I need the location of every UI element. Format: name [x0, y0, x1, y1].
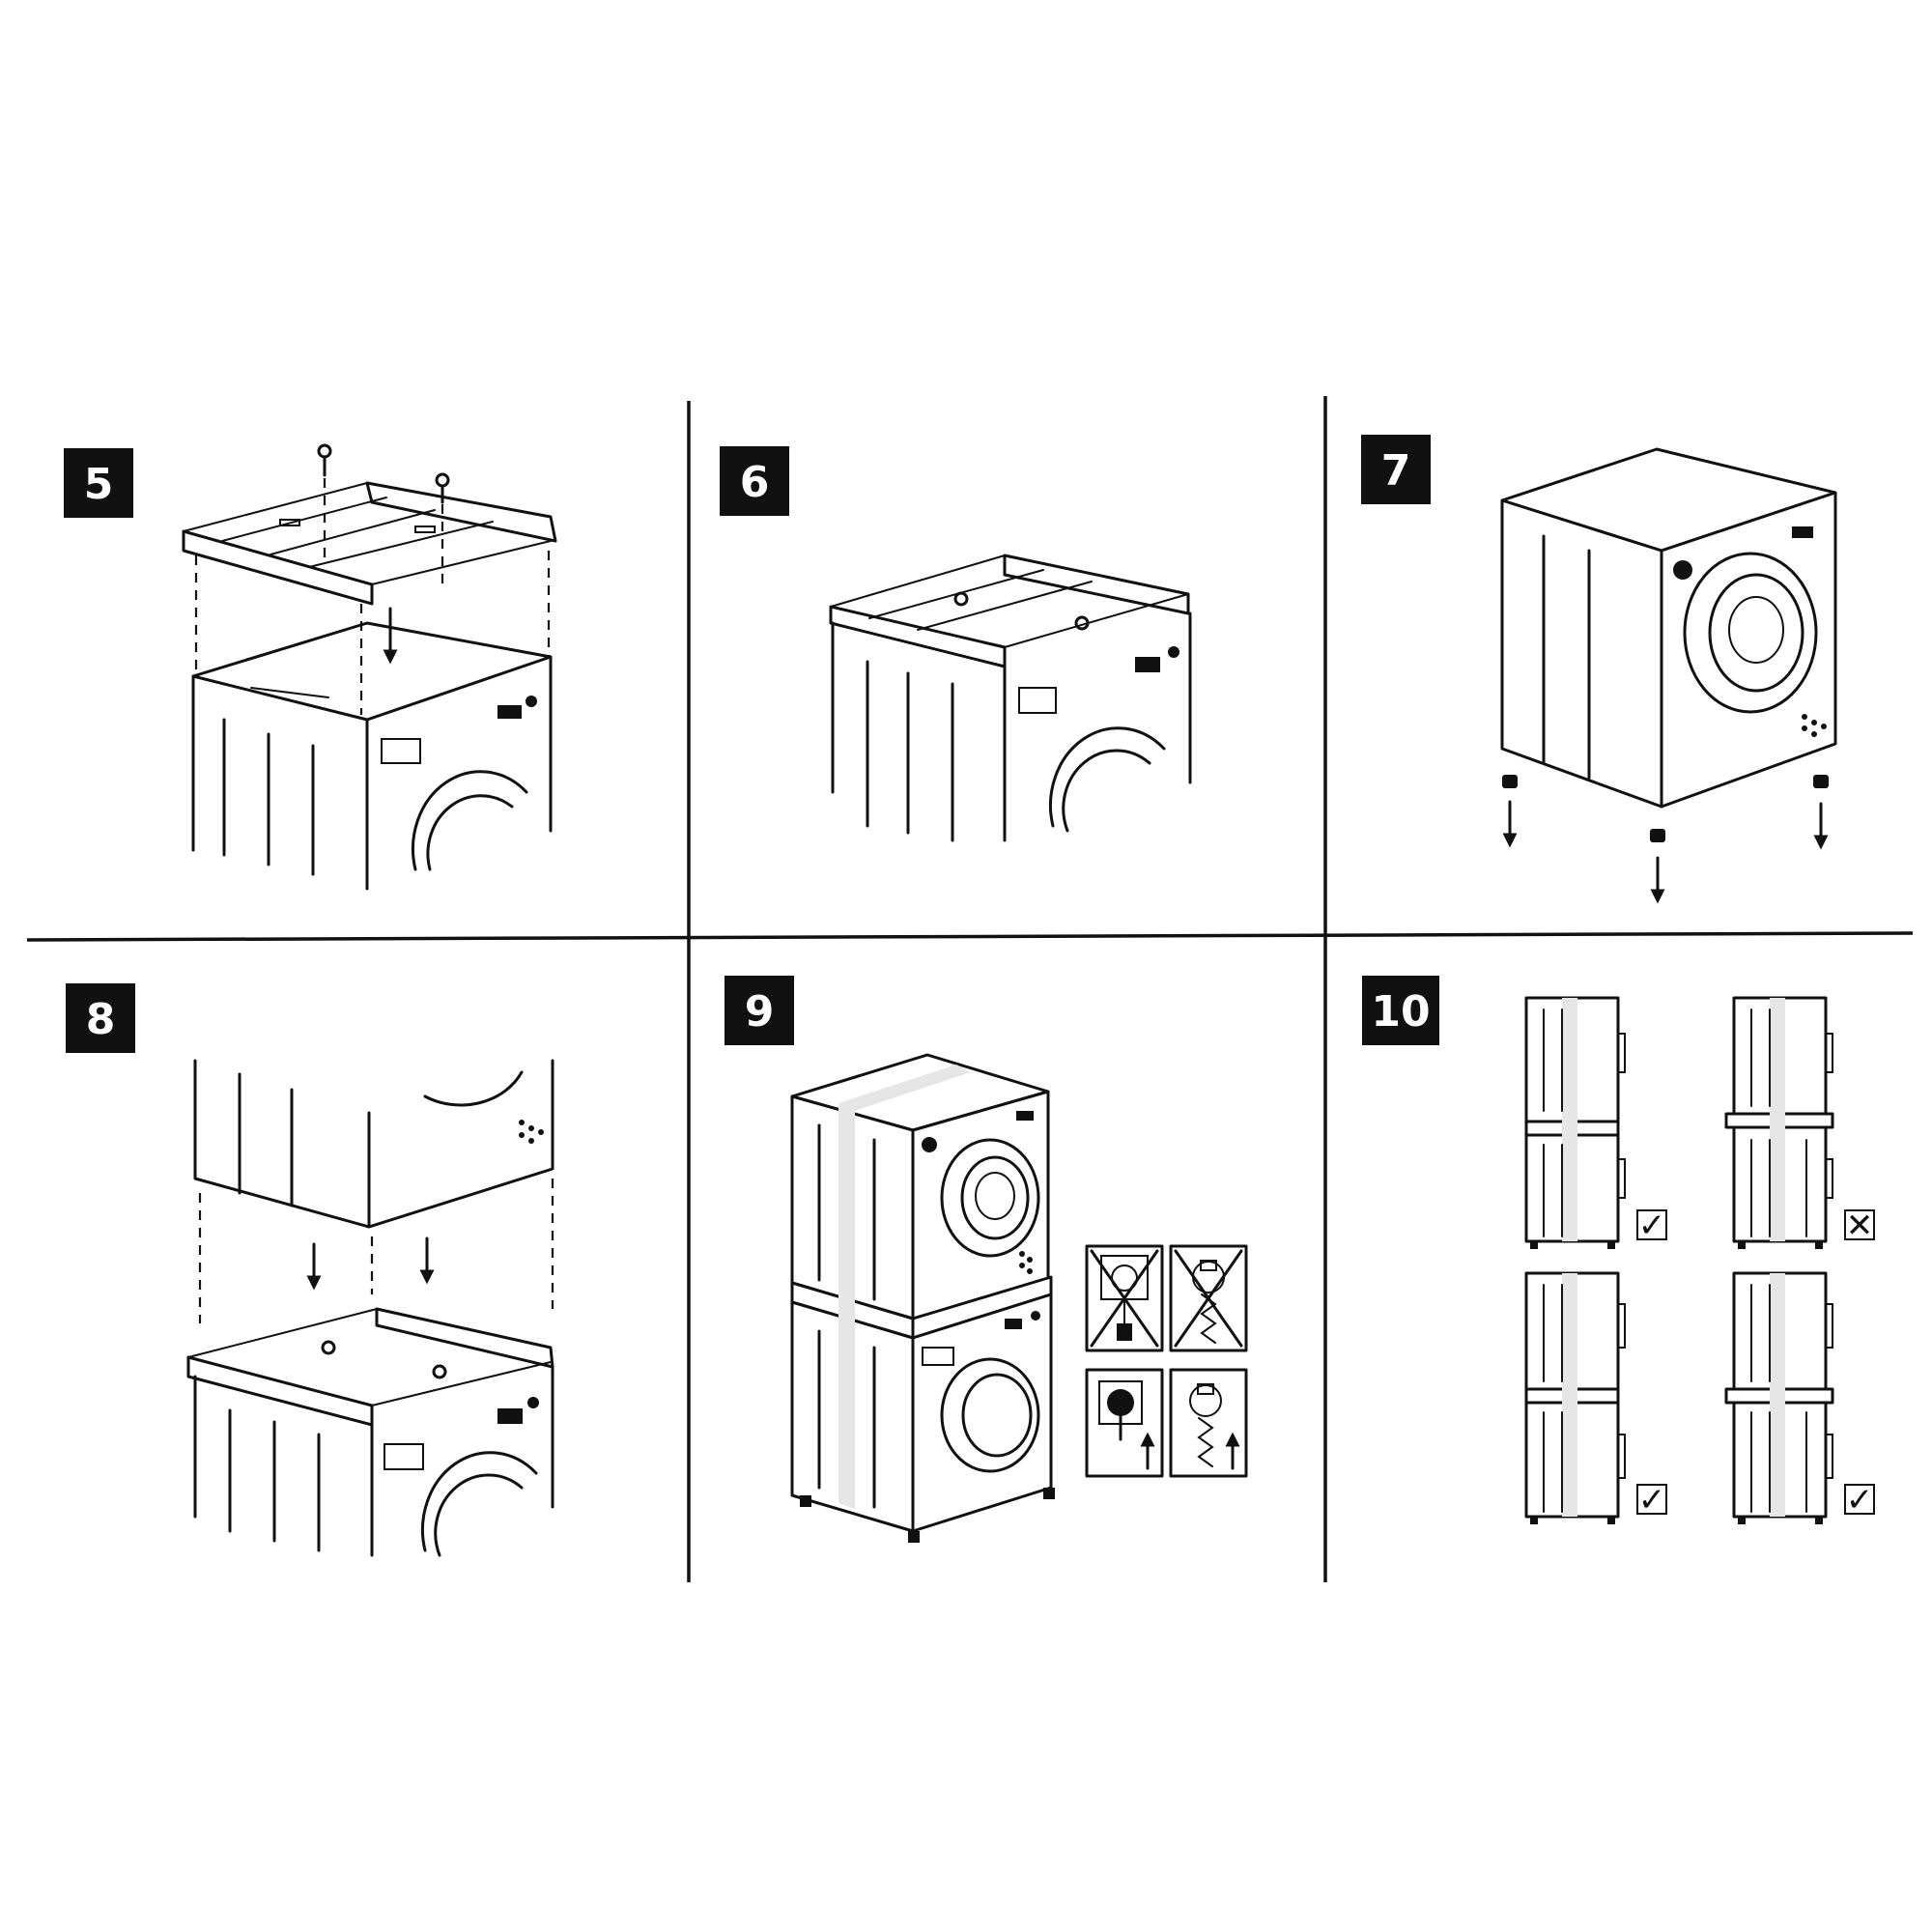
dryer — [193, 1059, 554, 1229]
hose-crossed-icon — [1169, 1244, 1248, 1352]
vent-icon — [1802, 714, 1827, 737]
svg-text:9: 9 — [745, 987, 775, 1037]
stacking-kit-frame — [186, 1307, 554, 1427]
foot-icon — [1502, 775, 1829, 842]
stacking-kit-frame — [182, 481, 557, 606]
step-badge-5: 5 — [64, 448, 133, 518]
washing-machine — [831, 611, 1192, 842]
vent-icon — [1019, 1251, 1033, 1274]
stack-variant-bottom-left — [1524, 1271, 1626, 1524]
arrow-down-icon — [1502, 800, 1829, 904]
step-6: 6 — [720, 446, 1192, 842]
svg-text:✓: ✓ — [1846, 1481, 1874, 1520]
connection-warning-panel — [1085, 1244, 1248, 1478]
svg-text:✓: ✓ — [1638, 1481, 1666, 1520]
svg-text:7: 7 — [1381, 446, 1411, 496]
stacking-kit-frame — [829, 554, 1190, 668]
svg-text:5: 5 — [84, 460, 114, 509]
step-badge-9: 9 — [724, 976, 794, 1045]
stack-variant-bottom-right — [1724, 1271, 1834, 1524]
arrow-down-icon — [306, 1236, 435, 1291]
plug-crossed-icon — [1085, 1244, 1164, 1352]
check-icon: ✓ — [1636, 1207, 1667, 1245]
stack-variant-top-right — [1724, 996, 1834, 1249]
svg-text:✕: ✕ — [1846, 1207, 1874, 1245]
step-9: 9 — [724, 976, 1248, 1543]
svg-text:✓: ✓ — [1638, 1207, 1666, 1245]
step-badge-7: 7 — [1361, 435, 1431, 504]
check-icon: ✓ — [1844, 1481, 1875, 1520]
step-badge-8: 8 — [66, 983, 135, 1053]
vent-icon — [519, 1120, 544, 1144]
plug-connected-icon — [1085, 1368, 1164, 1478]
check-icon: ✓ — [1636, 1481, 1667, 1520]
hose-connected-icon — [1169, 1368, 1248, 1478]
washing-machine — [193, 1365, 554, 1557]
svg-text:8: 8 — [86, 995, 116, 1044]
svg-text:6: 6 — [740, 458, 770, 507]
stacked-appliances — [790, 1053, 1055, 1543]
dryer — [1500, 447, 1837, 809]
svg-text:10: 10 — [1371, 987, 1430, 1037]
screw-icon — [317, 443, 450, 504]
step-badge-6: 6 — [720, 446, 789, 516]
washing-machine — [191, 621, 553, 891]
stack-variant-top-left — [1524, 996, 1626, 1249]
step-badge-10: 10 — [1362, 976, 1439, 1045]
step-8: 8 — [66, 983, 554, 1557]
cross-icon: ✕ — [1844, 1207, 1875, 1245]
step-10: 10 ✓ ✕ — [1362, 976, 1875, 1524]
step-7: 7 — [1361, 435, 1837, 904]
step-5: 5 — [64, 443, 557, 891]
grid-separators — [26, 396, 1914, 1582]
